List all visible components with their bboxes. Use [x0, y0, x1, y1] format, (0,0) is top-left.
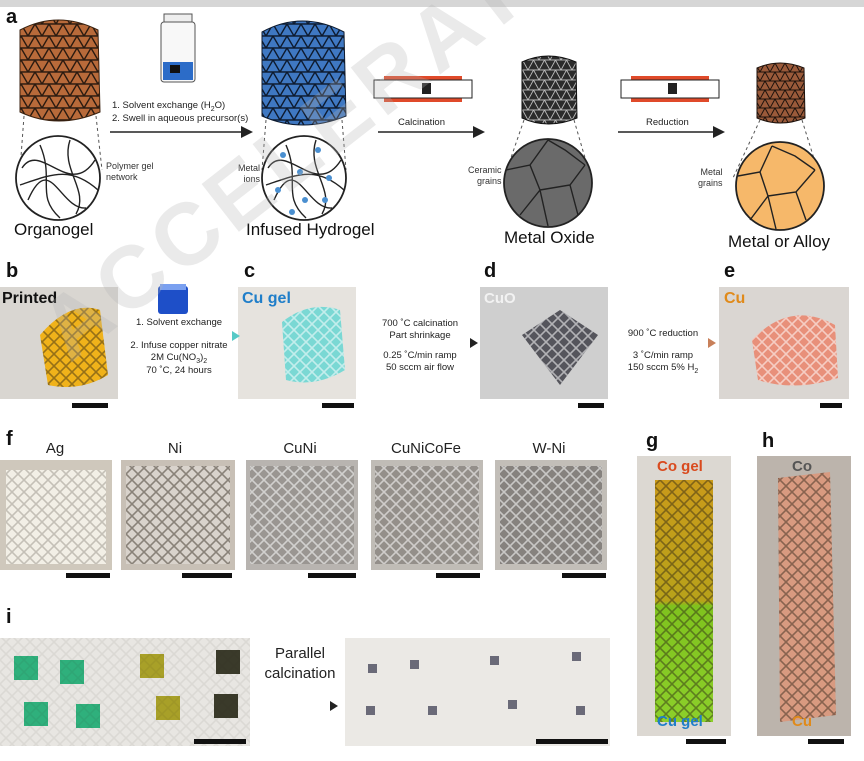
de-ramp: 3 ˚C/min ramp: [632, 350, 694, 361]
label-calcination: Calcination: [398, 117, 445, 128]
scale-bar-d: [578, 403, 604, 408]
scale-bar-i-left: [194, 739, 246, 744]
label-co-gel: Co gel: [657, 458, 703, 475]
polymer-network-circle: [15, 135, 101, 221]
panel-label-h: h: [762, 430, 775, 452]
panel-label-g: g: [646, 430, 659, 452]
stage-organogel: Organogel: [14, 220, 94, 239]
step-swell: 2. Swell in aqueous precursor(s): [112, 113, 249, 124]
label-reduction: Reduction: [646, 117, 689, 128]
panel-label-i: i: [6, 606, 12, 628]
hydrogel-lattice: [261, 20, 347, 126]
metal-lattice: [756, 62, 806, 124]
photo-cu: [719, 287, 849, 399]
scale-bar-c: [322, 403, 354, 408]
ceramic-grains-circle: [503, 138, 593, 228]
stage-metal-or-alloy: Metal or Alloy: [728, 232, 831, 251]
cd-calcination: 700 ˚C calcination: [381, 318, 459, 329]
cd-shrinkage: Part shrinkage: [389, 330, 451, 341]
metal-label-cuni: CuNi: [283, 440, 317, 457]
label-cu-bottom: Cu: [792, 713, 812, 730]
photo-gel-array: [0, 638, 250, 746]
panel-label-f: f: [6, 428, 13, 450]
organogel-lattice: [19, 19, 101, 122]
bc-step-1: 1. Solvent exchange: [135, 317, 223, 328]
panel-label-a: a: [6, 6, 18, 28]
title-printed: Printed: [2, 290, 58, 307]
scale-bar-cuni: [308, 573, 356, 578]
scale-bar-e: [820, 403, 842, 408]
arrowhead-b-c: [232, 331, 240, 341]
photo-printed: [0, 287, 118, 399]
panel-label-e: e: [724, 260, 736, 282]
panel-label-d: d: [484, 260, 497, 282]
photo-cu-gel: [238, 287, 356, 399]
panel-label-b: b: [6, 260, 19, 282]
metal-label-ni: Ni: [167, 440, 183, 457]
scale-bar-b: [72, 403, 108, 408]
scale-bar-ag: [66, 573, 110, 578]
scale-bar-w-ni: [562, 573, 606, 578]
scale-bar-ni: [182, 573, 232, 578]
scale-bar-cunicofe: [436, 573, 480, 578]
cd-ramp: 0.25 ˚C/min ramp: [383, 350, 457, 361]
bc-condition-temp: 70 ˚C, 24 hours: [146, 365, 212, 376]
cd-flow: 50 sccm air flow: [385, 362, 455, 373]
oxide-lattice: [521, 55, 578, 125]
stage-metal-oxide: Metal Oxide: [504, 228, 595, 247]
arrowhead-c-d: [470, 338, 478, 348]
photo-ni: [121, 460, 235, 570]
bc-condition-conc: 2M Cu(NO3)2: [150, 352, 208, 365]
photo-oxide-array: [345, 638, 610, 746]
label-cu-gel-bottom: Cu gel: [657, 713, 703, 730]
title-cu: Cu: [724, 290, 746, 307]
vial-blue-icon: [158, 284, 188, 314]
photo-w-ni: [495, 460, 607, 570]
de-gas: 150 sccm 5% H2: [627, 362, 699, 375]
photo-co-cu-metal: [757, 456, 851, 736]
top-strip: [0, 0, 864, 7]
step-solvent-exchange: 1. Solvent exchange (H2O): [112, 100, 226, 113]
scale-bar-g: [686, 739, 726, 744]
hydrogel-circle: [261, 135, 347, 221]
photo-cuo: [480, 287, 608, 399]
photo-co-cu-gel: [637, 456, 731, 736]
metal-label-cunicofe: CuNiCoFe: [390, 440, 462, 457]
stage-infused-hydrogel: Infused Hydrogel: [246, 220, 375, 239]
bc-step-2: 2. Infuse copper nitrate: [130, 340, 228, 351]
title-cu-gel: Cu gel: [242, 290, 291, 307]
metal-label-w-ni: W-Ni: [532, 440, 566, 457]
panel-label-c: c: [244, 260, 256, 282]
de-reduction: 900 ˚C reduction: [627, 328, 699, 339]
photo-cuni: [246, 460, 358, 570]
metal-grains-circle: [735, 141, 825, 231]
furnace-icon-calcination: [373, 76, 473, 102]
arrowhead-d-e: [708, 338, 716, 348]
metal-label-ag: Ag: [45, 440, 65, 457]
vial-icon: [160, 13, 196, 83]
title-cuo: CuO: [484, 290, 516, 307]
scale-bar-h: [808, 739, 844, 744]
arrowhead-parallel: [330, 701, 338, 711]
label-co: Co: [792, 458, 812, 475]
scale-bar-i-right: [536, 739, 608, 744]
furnace-icon-reduction: [620, 76, 720, 102]
photo-cunicofe: [371, 460, 483, 570]
photo-ag: [0, 460, 112, 570]
